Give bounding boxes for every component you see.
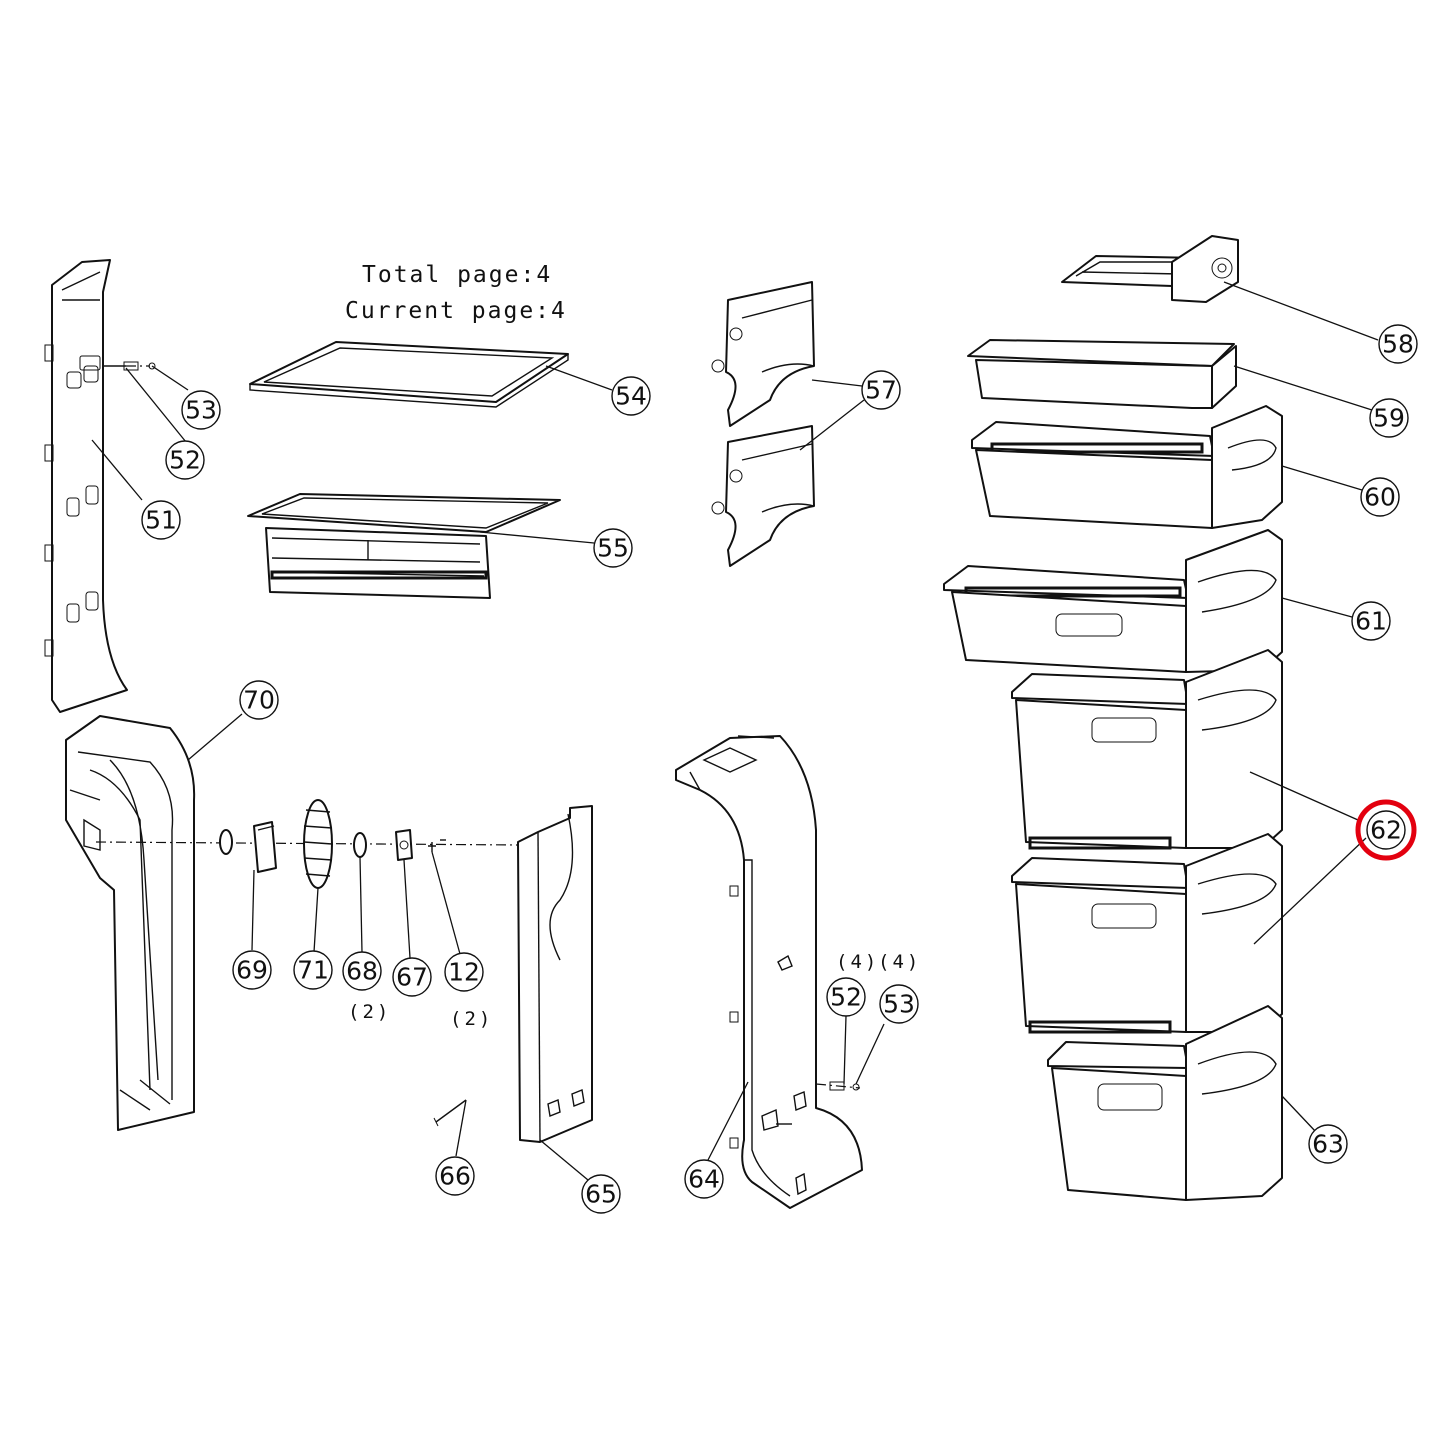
callout-55: 55 <box>593 528 633 568</box>
part-64-curved-cover <box>675 735 863 1209</box>
callout-59: 59 <box>1369 398 1409 438</box>
part-61-door-bin <box>943 529 1283 673</box>
total-page-text: Total page:4 <box>362 262 552 288</box>
svg-text:53: 53 <box>185 396 217 425</box>
callout-12: 12 <box>444 952 484 992</box>
callout-64: 64 <box>684 1159 724 1199</box>
leader-lines <box>91 281 1379 1181</box>
callout-67: 67 <box>392 957 432 997</box>
part-66-probe <box>433 1099 467 1127</box>
svg-text:51: 51 <box>145 506 177 535</box>
svg-text:58: 58 <box>1382 330 1414 359</box>
svg-text:52: 52 <box>830 983 862 1012</box>
callout-51: 51 <box>141 500 181 540</box>
quantity-notes: (2) (2) (4) (4) <box>348 951 921 1030</box>
svg-text:55: 55 <box>597 534 629 563</box>
svg-text:54: 54 <box>615 382 647 411</box>
callout-69: 69 <box>232 950 272 990</box>
part-60-door-bin <box>971 405 1283 529</box>
screw-52-53-lower <box>815 1081 861 1091</box>
callouts: 53 52 51 54 55 57 58 59 60 61 62 63 70 6… <box>141 324 1418 1214</box>
svg-text:62: 62 <box>1370 816 1402 845</box>
quantity-53: (4) <box>878 951 921 973</box>
callout-57: 57 <box>861 370 901 410</box>
callout-52-upper: 52 <box>165 440 205 480</box>
quantity-52: (4) <box>836 951 879 973</box>
callout-60: 60 <box>1360 477 1400 517</box>
svg-text:68: 68 <box>346 957 378 986</box>
callout-68: 68 <box>342 951 382 991</box>
part-58-ice-tray <box>1061 235 1239 303</box>
part-59-tray <box>967 339 1237 409</box>
current-page-text: Current page:4 <box>345 298 567 324</box>
callout-53-lower: 53 <box>879 984 919 1024</box>
svg-text:53: 53 <box>883 990 915 1019</box>
callout-54: 54 <box>611 376 651 416</box>
callout-63: 63 <box>1308 1124 1348 1164</box>
part-55-shelf-frame <box>247 493 561 599</box>
svg-text:12: 12 <box>448 958 480 987</box>
highlight-ring-62[interactable] <box>1355 799 1417 861</box>
callout-58: 58 <box>1378 324 1418 364</box>
svg-text:59: 59 <box>1373 404 1405 433</box>
callout-70: 70 <box>239 680 279 720</box>
part-65-cover <box>517 805 593 1143</box>
callout-52-lower: 52 <box>826 977 866 1017</box>
part-62-drawers <box>1011 649 1283 1034</box>
page-note: Total page:4 Current page:4 <box>345 262 567 324</box>
svg-text:69: 69 <box>236 956 268 985</box>
svg-text:57: 57 <box>865 376 897 405</box>
svg-text:65: 65 <box>585 1180 617 1209</box>
callout-71: 71 <box>293 950 333 990</box>
part-57-brackets <box>711 281 815 567</box>
svg-text:66: 66 <box>439 1162 471 1191</box>
callout-66: 66 <box>435 1156 475 1196</box>
svg-text:60: 60 <box>1364 483 1396 512</box>
callout-62: 62 <box>1366 810 1406 850</box>
svg-text:61: 61 <box>1355 607 1387 636</box>
callout-53-upper: 53 <box>181 390 221 430</box>
part-63-drawer <box>1047 1005 1283 1201</box>
quantity-12: (2) <box>450 1008 493 1030</box>
svg-text:71: 71 <box>297 956 329 985</box>
part-51-door-liner <box>44 259 128 713</box>
callout-65: 65 <box>581 1174 621 1214</box>
svg-text:67: 67 <box>396 963 428 992</box>
svg-text:70: 70 <box>243 686 275 715</box>
part-70-air-duct <box>65 715 196 1131</box>
svg-text:63: 63 <box>1312 1130 1344 1159</box>
svg-text:64: 64 <box>688 1165 720 1194</box>
part-54-glass-shelf <box>249 341 569 408</box>
svg-text:52: 52 <box>169 446 201 475</box>
callout-61: 61 <box>1351 601 1391 641</box>
quantity-68: (2) <box>348 1001 391 1023</box>
fan-assembly <box>95 799 521 889</box>
screw-52-53-upper <box>104 361 156 371</box>
